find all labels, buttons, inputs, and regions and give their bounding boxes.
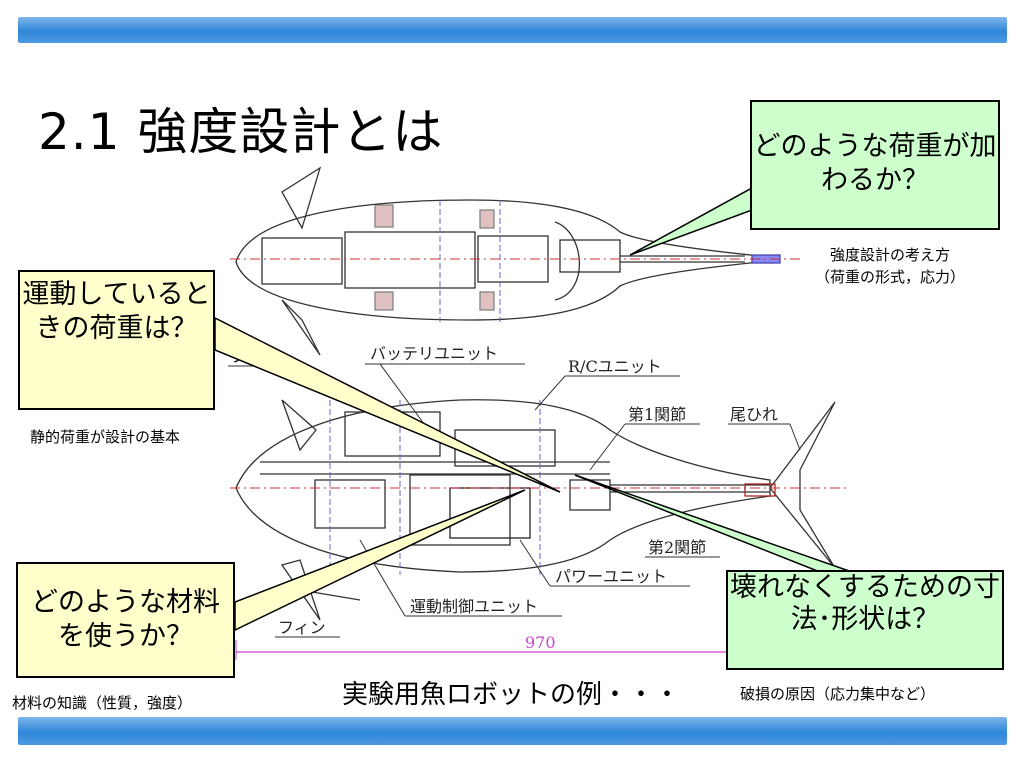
callout-load-moving: 運動しているときの荷重は？ [18,270,215,410]
fish-top-view [235,166,781,356]
note-strength-concept-line1: 強度設計の考え方 [830,246,951,264]
note-strength-concept-line2: （荷重の形式，応力） [815,268,966,286]
top-decoration-bar [18,17,1007,43]
fin-bottom-label: フィン [278,618,326,637]
note-failure-cause: 破損の原因（応力集中など） [740,685,936,703]
length-dimension-label: 970 [525,633,556,652]
note-static-load: 静的荷重が設計の基本 [30,428,181,446]
motion-control-unit-label: 運動制御ユニット [410,597,538,616]
slide-title: 2.1 強度設計とは [38,103,444,161]
caption-example: 実験用魚ロボットの例・・・ [342,680,681,710]
note-material-knowledge: 材料の知識（性質，強度） [12,694,193,712]
note-strength-concept: 強度設計の考え方 （荷重の形式，応力） [815,244,965,288]
rc-unit-label: R/Cユニット [568,357,662,376]
power-unit-label: パワーユニット [555,567,667,586]
joint2-label: 第2関節 [648,538,706,557]
callout-load-applied: どのような荷重が加わるか？ [750,100,1000,230]
battery-unit-label: バッテリユニット [370,344,498,363]
joint1-label: 第1関節 [628,405,686,424]
tail-fin-label: 尾ひれ [730,405,778,424]
callout-material: どのような材料を使うか？ [16,562,235,678]
callout-pointer-load-moving [214,316,561,493]
bottom-decoration-bar [18,717,1007,745]
callout-pointer-material [234,489,526,632]
callout-dimension: 壊れなくするための寸法･形状は？ [726,570,1004,670]
